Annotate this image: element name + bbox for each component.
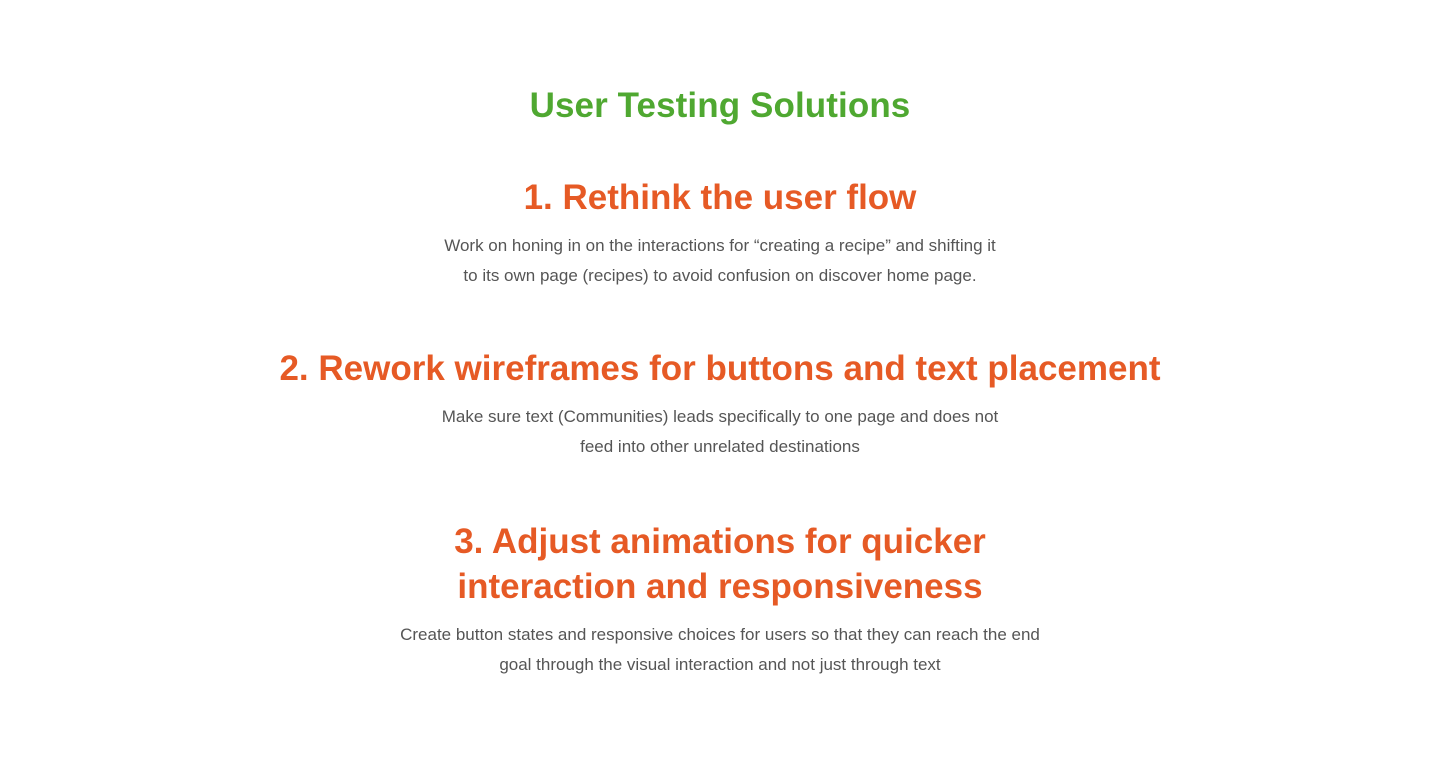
solution-description-2: Make sure text (Communities) leads speci… — [370, 402, 1070, 462]
solution-heading-1: 1. Rethink the user flow — [523, 178, 917, 217]
solution-heading-2: 2. Rework wireframes for buttons and tex… — [279, 349, 1161, 388]
solution-heading-line: interaction and responsiveness — [457, 567, 983, 606]
page-title: User Testing Solutions — [529, 86, 911, 125]
solution-description-line: goal through the visual interaction and … — [499, 655, 941, 674]
solution-description-1: Work on honing in on the interactions fo… — [370, 231, 1070, 291]
solution-description-line: to its own page (recipes) to avoid confu… — [463, 266, 977, 285]
solution-section-2: 2. Rework wireframes for buttons and tex… — [0, 346, 1440, 462]
solution-description-line: Make sure text (Communities) leads speci… — [441, 407, 999, 426]
solution-description-3: Create button states and responsive choi… — [340, 620, 1100, 680]
solution-description-line: feed into other unrelated destinations — [580, 437, 860, 456]
solution-section-3: 3. Adjust animations for quicker interac… — [0, 519, 1440, 680]
solution-heading-3: 3. Adjust animations for quicker interac… — [410, 519, 1030, 609]
solution-section-1: 1. Rethink the user flow Work on honing … — [0, 175, 1440, 291]
solution-heading-line: 3. Adjust animations for quicker — [454, 522, 986, 561]
solution-description-line: Work on honing in on the interactions fo… — [444, 236, 996, 255]
solution-description-line: Create button states and responsive choi… — [400, 625, 1040, 644]
